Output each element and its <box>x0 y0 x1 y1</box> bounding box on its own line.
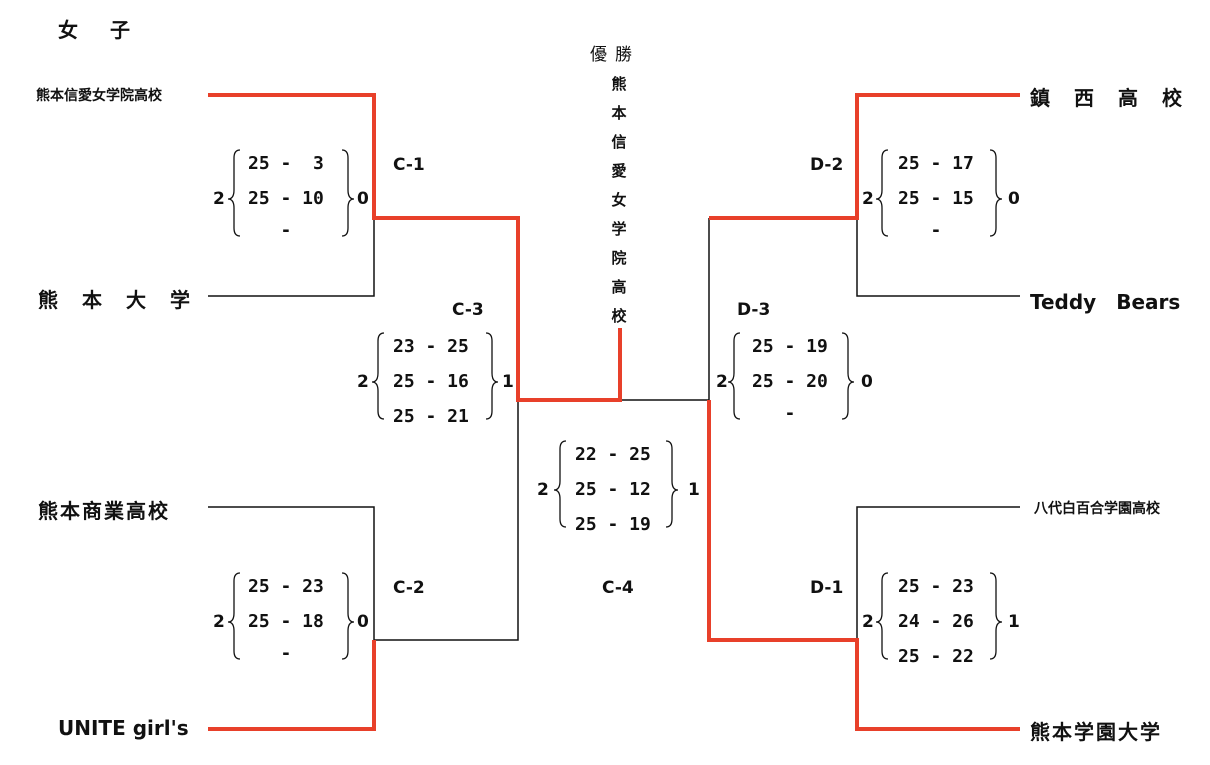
match-code-c3: C-3 <box>452 300 484 320</box>
match-code-d3: D-3 <box>737 300 771 320</box>
d1-set-3: 25 - 22 <box>898 646 974 667</box>
c1-set-1: 25 - 3 <box>248 153 324 174</box>
d3-set-2: 25 - 20 <box>752 371 828 392</box>
d3-set-1: 25 - 19 <box>752 336 828 357</box>
team-t5: 鎮 西 高 校 <box>1030 86 1184 110</box>
d1-right-sets: 1 <box>1008 612 1020 632</box>
brace-c4-left <box>553 440 567 528</box>
champion-char: 女 <box>611 191 627 209</box>
team-t8: 熊本学園大学 <box>1030 720 1162 744</box>
win-line-t8 <box>707 400 1020 731</box>
win-line-t1 <box>208 93 622 402</box>
champion-char: 本 <box>611 104 627 122</box>
win-line-t5 <box>709 93 1020 220</box>
champion-char: 信 <box>611 133 627 151</box>
team-t6: Teddy Bears <box>1030 290 1181 314</box>
brace-c1-right <box>341 149 355 237</box>
c1-set-3: - <box>248 220 292 241</box>
win-line-t4 <box>208 640 376 731</box>
brace-d3-left <box>727 332 741 420</box>
brace-c4-right <box>665 440 679 528</box>
c4-set-1: 22 - 25 <box>575 444 651 465</box>
brace-c3-right <box>485 332 499 420</box>
c2-set-3: - <box>248 643 292 664</box>
c3-right-sets: 1 <box>502 372 514 392</box>
team-t4: UNITE girl's <box>58 716 189 740</box>
champion-char: 愛 <box>611 162 627 180</box>
c3-set-1: 23 - 25 <box>393 336 469 357</box>
brace-d3-right <box>841 332 855 420</box>
c4-set-2: 25 - 12 <box>575 479 651 500</box>
c4-set-3: 25 - 19 <box>575 514 651 535</box>
d1-set-2: 24 - 26 <box>898 611 974 632</box>
d3-right-sets: 0 <box>861 372 873 392</box>
match-code-d2: D-2 <box>810 155 844 175</box>
d1-set-1: 25 - 23 <box>898 576 974 597</box>
line-c2-up <box>374 400 519 641</box>
team-t7: 八代白百合学園高校 <box>1034 501 1160 517</box>
brace-d2-left <box>875 149 889 237</box>
brace-c2-left <box>227 572 241 660</box>
d1-left-sets: 2 <box>862 612 874 632</box>
c3-left-sets: 2 <box>357 372 369 392</box>
team-t1: 熊本信愛女学院高校 <box>36 88 162 104</box>
match-code-c2: C-2 <box>393 578 425 598</box>
c1-left-sets: 2 <box>213 189 225 209</box>
brace-d2-right <box>989 149 1003 237</box>
c4-right-sets: 1 <box>688 480 700 500</box>
brace-c1-left <box>227 149 241 237</box>
c1-set-2: 25 - 10 <box>248 188 324 209</box>
brace-d1-right <box>989 572 1003 660</box>
line-t7 <box>856 506 1020 640</box>
team-t2: 熊 本 大 学 <box>38 288 192 312</box>
team-t3: 熊本商業高校 <box>38 499 170 523</box>
champion-char: 高 <box>611 278 627 296</box>
c3-set-2: 25 - 16 <box>393 371 469 392</box>
d3-set-3: - <box>752 403 796 424</box>
brace-c3-left <box>371 332 385 420</box>
champion-char: 熊 <box>611 75 627 93</box>
c2-set-2: 25 - 18 <box>248 611 324 632</box>
brace-d1-left <box>875 572 889 660</box>
match-code-c1: C-1 <box>393 155 425 175</box>
d2-set-3: - <box>898 220 942 241</box>
line-t3 <box>208 506 375 640</box>
page-title: 女 子 <box>58 18 136 42</box>
brace-c2-right <box>341 572 355 660</box>
champion-char: 校 <box>611 307 627 325</box>
c3-set-3: 25 - 21 <box>393 406 469 427</box>
d2-set-1: 25 - 17 <box>898 153 974 174</box>
d2-right-sets: 0 <box>1008 189 1020 209</box>
c2-left-sets: 2 <box>213 612 225 632</box>
champion-char: 院 <box>611 249 627 267</box>
c2-right-sets: 0 <box>357 612 369 632</box>
d2-set-2: 25 - 15 <box>898 188 974 209</box>
match-code-c4: C-4 <box>602 578 634 598</box>
champion-label: 優勝 <box>590 45 640 65</box>
match-code-d1: D-1 <box>810 578 844 598</box>
d2-left-sets: 2 <box>862 189 874 209</box>
c2-set-1: 25 - 23 <box>248 576 324 597</box>
d3-left-sets: 2 <box>716 372 728 392</box>
line-t2 <box>208 218 375 297</box>
champion-name: 熊 本 信 愛 女 学 院 高 校 <box>607 70 631 331</box>
champion-char: 学 <box>611 220 627 238</box>
c4-left-sets: 2 <box>537 480 549 500</box>
line-t6 <box>856 218 1020 297</box>
c1-right-sets: 0 <box>357 189 369 209</box>
